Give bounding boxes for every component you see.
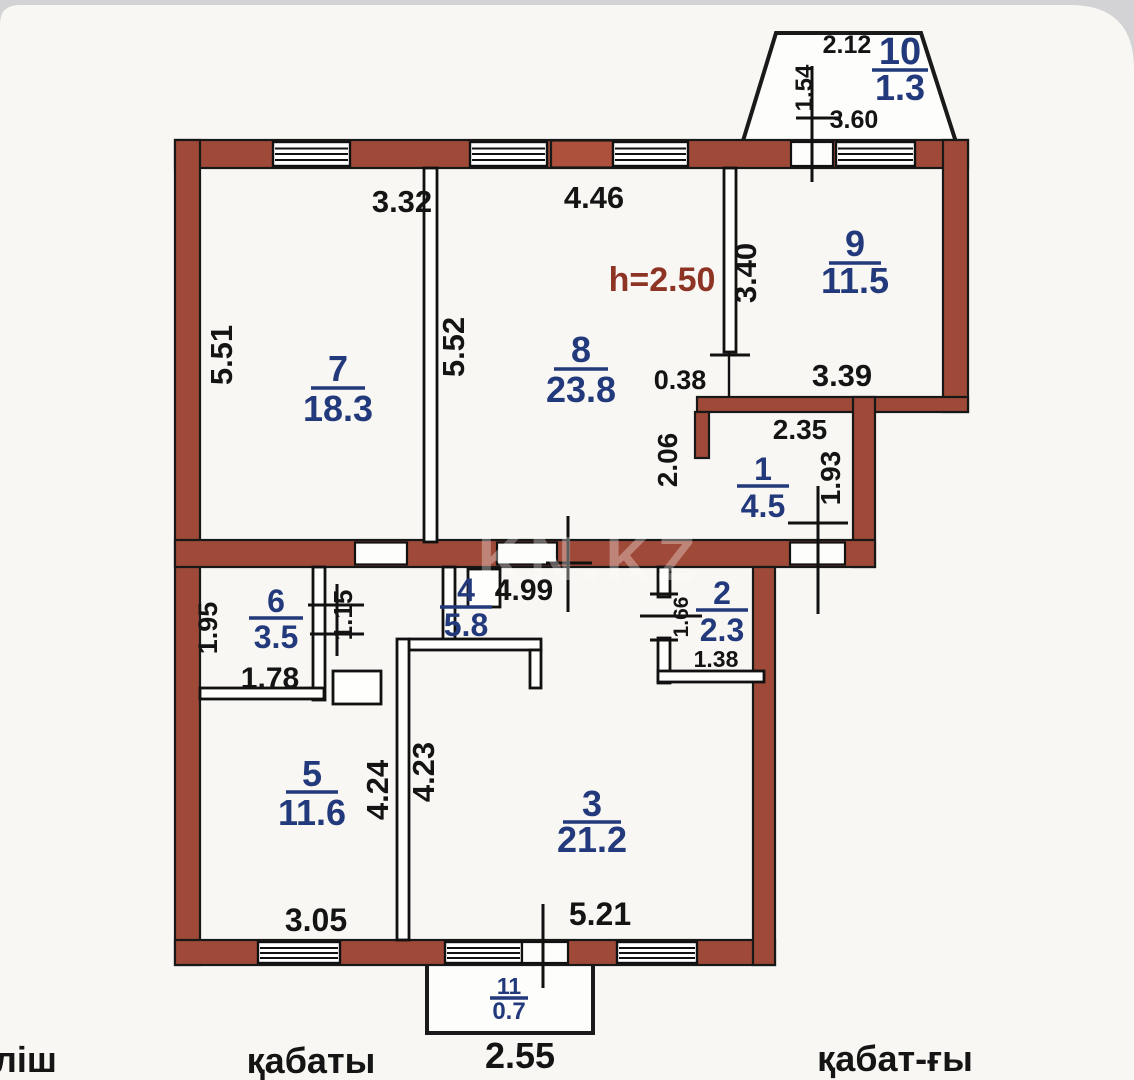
dim-5.52: 5.52 [436,317,471,377]
caption-right: қабат-ғы [817,1038,973,1079]
dim-2.06: 2.06 [652,433,683,488]
dimension-ticks [308,66,848,988]
room-area: 1.3 [875,67,925,108]
dim-3.60: 3.60 [830,106,879,134]
duct-box [466,567,502,609]
room-number: 6 [267,583,285,619]
wall-pier [549,139,615,169]
room-number: 5 [302,753,322,794]
dim-0.38: 0.38 [654,365,707,395]
dim-3.32: 3.32 [372,184,432,219]
bottom-wall-windows [256,940,699,965]
dim-2.55: 2.55 [485,1035,555,1076]
room-number: 4 [457,572,475,608]
window [615,940,699,965]
dim-2.12: 2.12 [823,31,872,59]
room-area: 4.5 [741,488,785,524]
room-area: 2.3 [700,612,744,648]
door-opening [495,541,559,566]
room-label-1: 1 4.5 [737,451,789,524]
dim-5.21: 5.21 [569,896,631,932]
room-area: 5.8 [444,607,488,643]
dim-4.23: 4.23 [406,742,441,802]
caption-left: ліш [0,1039,57,1080]
window [443,940,524,965]
bottom-captions: ліш қабаты қабат-ғы [0,1038,973,1080]
dim-1.78: 1.78 [241,662,299,695]
room-label-4: 4 5.8 [440,572,492,643]
dim-4.99: 4.99 [495,574,553,607]
window [611,140,690,168]
dim-4.46: 4.46 [564,180,624,215]
dim-1.93: 1.93 [815,451,846,506]
room-number: 10 [879,31,921,73]
middle-wall-openings [353,541,847,566]
room-area: 3.5 [254,619,298,655]
room-label-11: 11 0.7 [490,973,528,1025]
room-area: 21.2 [557,819,627,860]
room-area: 11.6 [278,792,346,833]
dim-4.24: 4.24 [360,759,395,820]
room-number: 7 [328,348,348,389]
room-number: 3 [582,783,602,824]
door-frame [331,669,383,706]
dim-1.54: 1.54 [791,64,818,111]
door-opening [353,541,409,566]
room-number: 11 [497,973,522,999]
top-wall-windows [271,139,917,169]
window [468,140,549,168]
dim-2.35: 2.35 [773,414,828,445]
balcony-door-opening [520,940,570,965]
dim-1.38: 1.38 [694,646,739,672]
dim-1.66: 1.66 [670,597,693,638]
window [834,140,917,168]
room-label-9: 9 11.5 [821,223,889,301]
room-label-2: 2 2.3 [696,575,748,648]
watermark: KN.KZ [478,525,702,594]
dimension-labels: 2.12 1.54 3.60 3.32 4.46 5.51 5.52 3.40 … [193,31,878,1076]
room-label-8: 8 23.8 [546,329,616,410]
room-labels: 10 1.3 9 11.5 7 18.3 8 23.8 1 4.5 6 3.5 [249,31,928,1025]
room-number: 9 [845,223,865,264]
dim-3.05: 3.05 [285,902,347,938]
room-area: 11.5 [821,260,889,301]
room-label-6: 6 3.5 [249,583,303,655]
dim-1.95: 1.95 [193,602,223,655]
room-number: 2 [713,575,731,611]
dim-1.15: 1.15 [328,590,358,641]
room-area: 0.7 [492,998,525,1025]
dim-3.40: 3.40 [728,243,763,303]
room-label-7: 7 18.3 [303,348,373,429]
room-label-10: 10 1.3 [872,31,928,108]
room-label-3: 3 21.2 [557,783,627,860]
window [256,940,342,965]
room-area: 18.3 [303,388,373,429]
dim-5.51: 5.51 [204,325,239,385]
room-number: 1 [754,451,772,487]
window [271,140,352,168]
room-label-5: 5 11.6 [278,753,346,833]
ceiling-height-note: h=2.50 [609,261,716,299]
caption-center: қабаты [247,1040,376,1080]
room-number: 8 [571,329,591,370]
room-area: 23.8 [546,369,616,410]
dim-3.39: 3.39 [812,358,872,393]
